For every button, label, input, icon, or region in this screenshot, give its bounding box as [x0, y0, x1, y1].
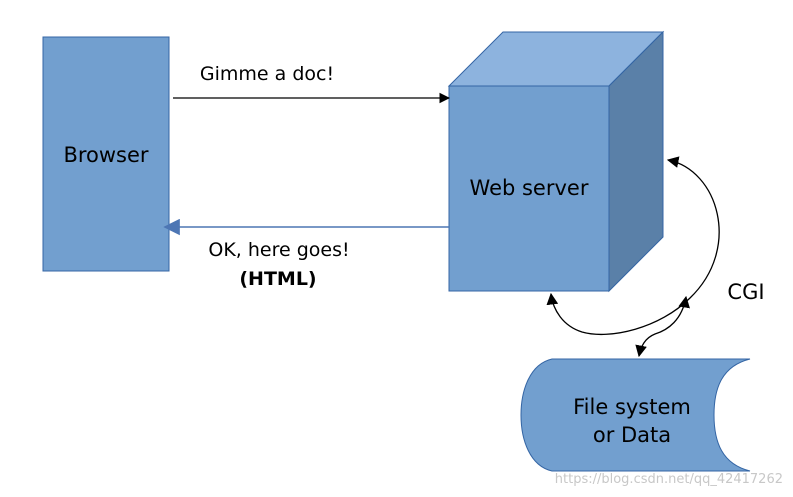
response-label: OK, here goes!	[208, 239, 349, 261]
cgi-curve-inner	[635, 295, 690, 358]
request-edge: Gimme a doc!	[173, 63, 451, 104]
request-label: Gimme a doc!	[200, 63, 334, 85]
response-sublabel: (HTML)	[239, 268, 316, 290]
cgi-label: CGI	[727, 280, 764, 304]
cgi-edge: CGI	[546, 156, 765, 358]
response-edge: OK, here goes! (HTML)	[163, 218, 449, 290]
data-store-shape	[520, 358, 751, 472]
browser-node: Browser	[42, 36, 170, 272]
web-server-node: Web server	[447, 30, 665, 293]
browser-label: Browser	[63, 143, 148, 167]
data-store-label-line2: or Data	[593, 423, 671, 447]
data-store-node: File system or Data	[520, 358, 751, 472]
browser-box	[42, 36, 170, 272]
web-server-label: Web server	[470, 176, 589, 200]
watermark-text: https://blog.csdn.net/qq_42417262	[555, 472, 783, 487]
data-store-label-line1: File system	[573, 395, 691, 419]
